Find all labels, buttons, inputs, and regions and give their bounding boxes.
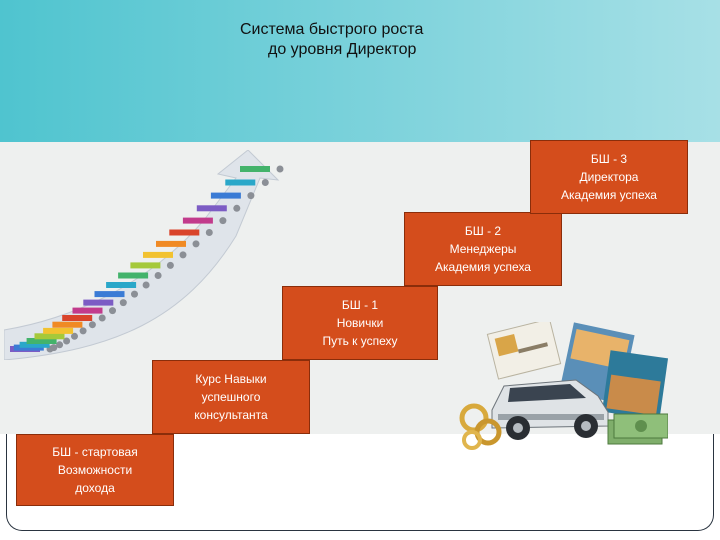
ladder-item — [34, 333, 65, 340]
ladder-badge — [98, 314, 106, 322]
step-bsh3-line3: Академия успеха — [561, 188, 657, 202]
ladder-badge — [131, 290, 138, 298]
ladder-badge — [219, 217, 227, 225]
ladder-badge — [166, 261, 174, 269]
step-bsh2-line1: БШ - 2 — [464, 224, 502, 238]
ladder-badge — [192, 240, 200, 248]
ladder-item — [118, 272, 149, 279]
step-bsh1-line1: БШ - 1 — [341, 298, 379, 312]
ladder-badge — [88, 321, 96, 329]
ladder-badge — [109, 307, 116, 315]
step-course-line3: консультанта — [194, 408, 268, 422]
ladder-item — [94, 291, 125, 298]
step-bsh3-line1: БШ - 3 — [590, 152, 628, 166]
ladder-item — [240, 166, 270, 172]
ladder-item — [130, 262, 161, 269]
header-banner — [0, 0, 720, 142]
ladder-item — [62, 315, 93, 321]
ladder-item — [83, 299, 114, 306]
step-bsh2-line2: Менеджеры — [449, 242, 517, 256]
ladder-badge — [71, 332, 78, 340]
ladder-badge — [233, 204, 241, 212]
ladder-item — [52, 321, 83, 328]
ladder-badge — [119, 299, 127, 307]
ladder-badge — [205, 229, 213, 236]
photo-cards — [559, 322, 668, 420]
slide-title: Система быстрого роста до уровня Директо… — [240, 20, 540, 60]
ladder-badge — [179, 251, 187, 259]
ladder-item — [106, 282, 137, 288]
title-line-2: до уровня Директор — [268, 41, 417, 58]
step-bsh1: БШ - 1 Новички Путь к успеху — [282, 286, 438, 360]
ladder-item — [182, 217, 213, 224]
ladder-item — [225, 179, 256, 186]
ladder-item — [19, 341, 50, 348]
step-bsh1-line2: Новички — [336, 316, 384, 330]
step-course-line1: Курс Навыки — [195, 372, 267, 386]
title-line-1: Система быстрого роста — [240, 21, 424, 38]
diploma-icon — [486, 322, 562, 380]
ladder-item — [169, 229, 200, 236]
career-ladder-image — [4, 150, 284, 360]
ladder-badge — [79, 327, 87, 335]
prizes-collage-image — [459, 322, 668, 450]
step-start-line2: Возможности — [57, 463, 133, 477]
money-icon — [607, 413, 668, 445]
ladder-item — [196, 205, 227, 212]
step-start: БШ - стартовая Возможности дохода — [16, 434, 174, 506]
step-bsh2: БШ - 2 Менеджеры Академия успеха — [404, 212, 562, 286]
ladder-items — [10, 165, 284, 353]
step-course-line2: успешного — [201, 390, 261, 404]
ladder-badge — [63, 337, 71, 345]
step-course: Курс Навыки успешного консультанта — [152, 360, 310, 434]
ladder-item — [26, 338, 57, 344]
ladder-badge — [50, 344, 58, 352]
step-start-line3: дохода — [75, 481, 115, 495]
ladder-badge — [142, 281, 150, 289]
ladder-badge — [276, 165, 284, 173]
ladder-item — [43, 327, 74, 334]
step-bsh2-line3: Академия успеха — [435, 260, 531, 274]
ladder-item — [143, 251, 173, 258]
step-start-line1: БШ - стартовая — [52, 445, 138, 459]
ladder-item — [210, 192, 241, 199]
step-bsh3: БШ - 3 Директора Академия успеха — [530, 140, 688, 214]
ladder-badge — [56, 341, 64, 349]
step-bsh1-line3: Путь к успеху — [322, 334, 398, 348]
step-bsh3-line2: Директора — [579, 170, 639, 184]
rings-icon — [459, 403, 502, 450]
ladder-item — [72, 307, 103, 314]
ladder-badge — [247, 192, 255, 200]
ladder-item — [156, 240, 186, 247]
ladder-badge — [261, 179, 269, 186]
ladder-badge — [154, 272, 162, 279]
car-icon — [491, 379, 609, 440]
